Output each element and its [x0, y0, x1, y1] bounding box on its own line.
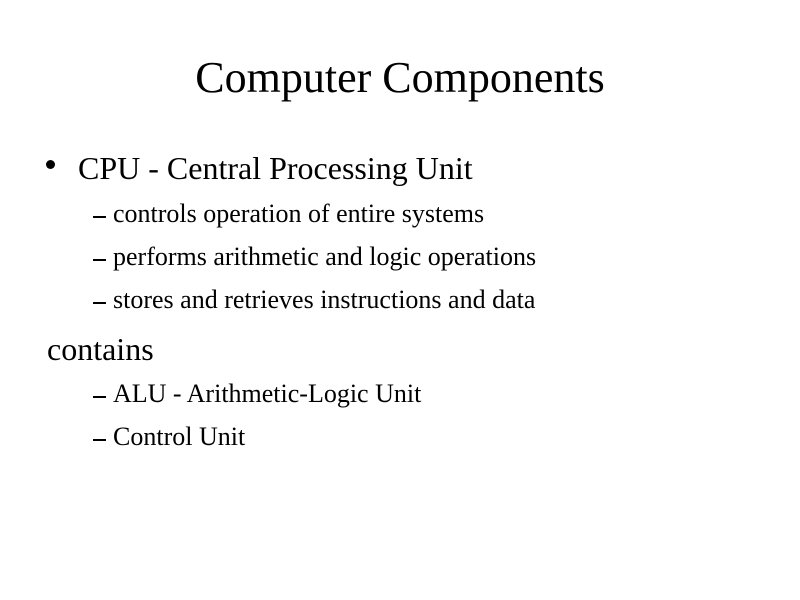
bullet-dot-icon — [46, 160, 55, 169]
bullet-item-cpu: CPU - Central Processing Unit — [78, 150, 473, 186]
sub-item-performs: performs arithmetic and logic operations — [113, 242, 537, 271]
item-contains: contains — [47, 331, 154, 367]
sub-item-controls: controls operation of entire systems — [113, 199, 485, 228]
dash-icon — [93, 439, 106, 441]
dash-icon — [93, 216, 106, 218]
dash-icon — [93, 259, 106, 261]
slide-title: Computer Components — [195, 53, 605, 102]
sub-item-control-unit: Control Unit — [113, 422, 246, 451]
dash-icon — [93, 396, 106, 398]
dash-icon — [93, 302, 106, 304]
sub-item-alu: ALU - Arithmetic-Logic Unit — [113, 379, 422, 408]
sub-item-stores: stores and retrieves instructions and da… — [113, 285, 536, 314]
